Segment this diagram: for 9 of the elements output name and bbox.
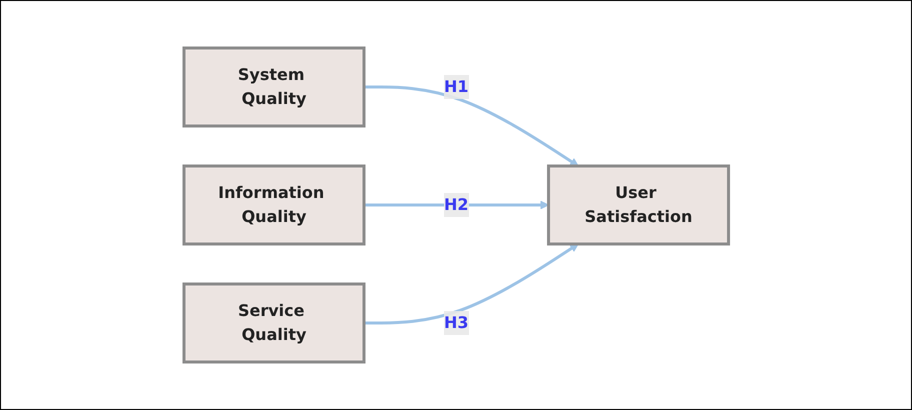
- edge-label: H1: [444, 77, 468, 96]
- node-box: Service Quality: [182, 282, 366, 364]
- node-box: User Satisfaction: [546, 164, 730, 246]
- node-box: System Quality: [182, 46, 366, 128]
- edge-label: H3: [444, 313, 468, 332]
- edge-label: H2: [444, 195, 468, 214]
- arrow: [364, 86, 578, 166]
- node-box: Information Quality: [182, 164, 366, 246]
- arrow: [364, 244, 578, 324]
